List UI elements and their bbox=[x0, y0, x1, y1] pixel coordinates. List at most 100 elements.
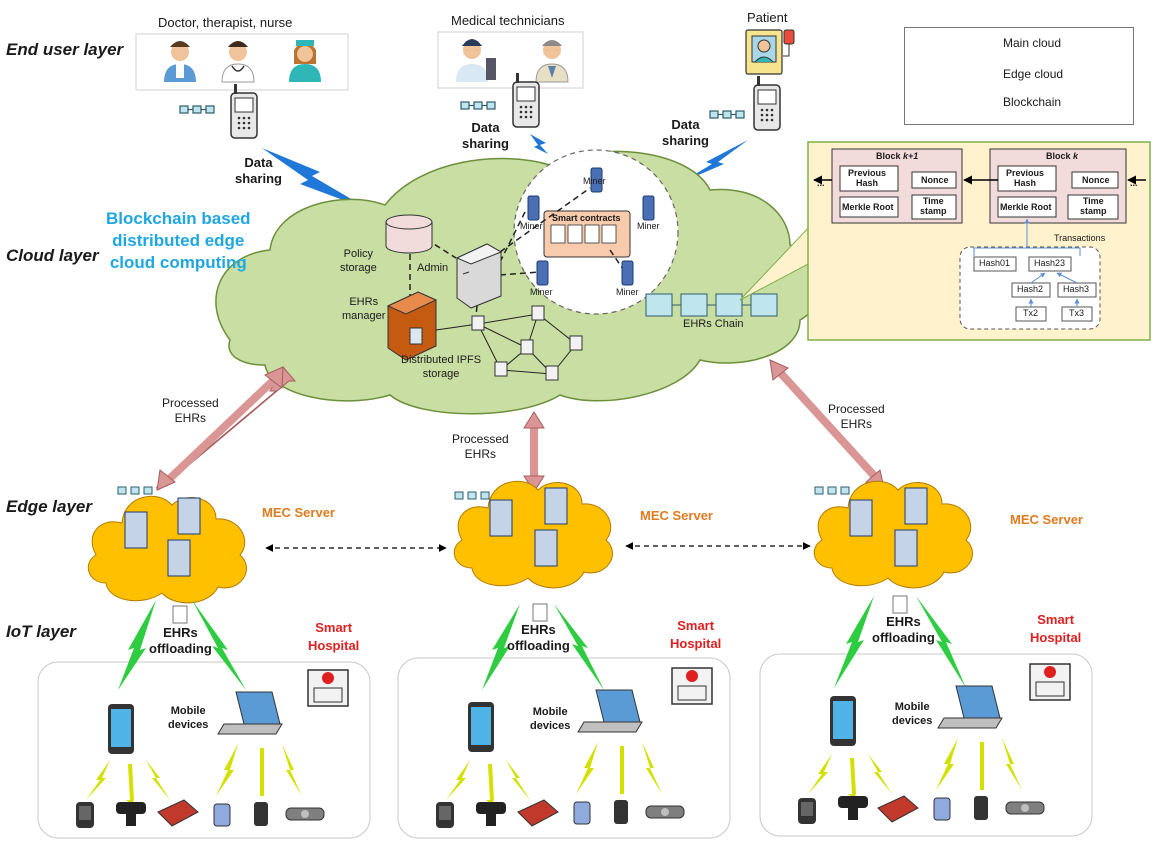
patient-icon bbox=[745, 29, 795, 75]
label-patient: Patient bbox=[747, 10, 788, 25]
k-nonce-label: Nonce bbox=[1082, 175, 1110, 185]
hospital-icon bbox=[307, 669, 349, 707]
label-data-sharing-technicians: Data sharing bbox=[462, 120, 509, 152]
sensor-link-lightning-icons bbox=[86, 738, 1022, 804]
edge-cloud-left-shape bbox=[87, 495, 247, 604]
legend-edge-cloud-label: Edge cloud bbox=[1003, 67, 1064, 81]
layer-label-iot: IoT layer bbox=[6, 622, 76, 641]
legend bbox=[904, 27, 1134, 125]
k-time-stamp-label: Time stamp bbox=[1080, 196, 1107, 217]
label-mobile-devices-middle: Mobile devices bbox=[530, 706, 571, 732]
label-smart-hospital-middle: Smart Hospital bbox=[670, 618, 722, 651]
k-merkle-root-label: Merkle Root bbox=[1000, 202, 1052, 212]
label-processed-ehrs-left: Processed EHRs bbox=[162, 396, 219, 425]
hash01-box bbox=[973, 256, 1017, 272]
blockchain-mini-icon-patient bbox=[709, 110, 745, 119]
k1-time-stamp-label: Time stamp bbox=[920, 196, 947, 217]
blockchain-mini-icon-edge-middle bbox=[454, 491, 490, 500]
label-ehrs-manager: EHRs manager bbox=[342, 296, 386, 322]
smartphone-icon bbox=[468, 702, 494, 752]
document-icon bbox=[532, 603, 548, 622]
label-doctors: Doctor, therapist, nurse bbox=[158, 15, 293, 30]
offloading-lightning-icons bbox=[118, 596, 966, 690]
k1-nonce-label: Nonce bbox=[921, 175, 949, 185]
layer-label-cloud: Cloud layer bbox=[6, 246, 99, 265]
blockchain-mini-icon-technicians bbox=[460, 101, 496, 110]
arrowhead-right-top bbox=[769, 359, 789, 381]
ellipsis-right: ... bbox=[1130, 178, 1138, 188]
hospital-icon bbox=[1029, 663, 1071, 701]
label-miner: Miner bbox=[583, 176, 606, 186]
doctors-panel bbox=[135, 33, 349, 91]
laptop-icon bbox=[217, 691, 283, 735]
glucose-sensor-icon bbox=[933, 797, 951, 821]
legend-blockchain-label: Blockchain bbox=[1003, 95, 1062, 109]
smartwatch-icon bbox=[974, 796, 988, 820]
label-block-k1: Block k+1 bbox=[876, 151, 919, 161]
processed-ehrs-arrow-left-shaft bbox=[161, 373, 281, 487]
k1-previous-hash-label: Previous Hash bbox=[848, 168, 887, 189]
technicians-panel bbox=[437, 31, 584, 89]
miner-icon bbox=[590, 167, 603, 193]
label-processed-ehrs-right: Processed EHRs bbox=[828, 402, 885, 431]
ehrs-manager-server-icon bbox=[386, 291, 438, 361]
laptop-icon bbox=[577, 689, 643, 733]
label-ehrs-offloading-middle: EHRs offloading bbox=[507, 622, 570, 654]
k1-merkle-root-box bbox=[839, 196, 899, 218]
k1-time-stamp-box bbox=[911, 194, 957, 220]
label-mec-server-right: MEC Server bbox=[1010, 512, 1083, 527]
ehrs-chain-blocks bbox=[645, 293, 778, 317]
doctor-icon bbox=[164, 41, 196, 82]
glucose-sensor-icon bbox=[573, 801, 591, 825]
processed-ehrs-arrow-right-shaft bbox=[773, 365, 881, 483]
wearable-band-icon bbox=[285, 807, 325, 821]
mec-server-middle-icon bbox=[489, 487, 568, 567]
label-miner: Miner bbox=[637, 221, 660, 231]
lightning-technicians-icon bbox=[530, 134, 548, 154]
blockchain-mini-icon-edge-left bbox=[117, 486, 153, 495]
therapist-icon bbox=[221, 41, 255, 83]
label-technicians: Medical technicians bbox=[451, 13, 565, 28]
smartwatch-icon bbox=[798, 798, 816, 824]
label-ehrs-chain: EHRs Chain bbox=[683, 318, 744, 330]
webcam-icon bbox=[838, 796, 868, 820]
label-processed-ehrs-middle: Processed EHRs bbox=[452, 432, 509, 461]
circuit-board-icon bbox=[877, 795, 919, 823]
contract-document-icons bbox=[550, 224, 617, 244]
smartphone-icon bbox=[830, 696, 856, 746]
wearable-band-icon bbox=[1005, 801, 1045, 815]
k1-nonce-box bbox=[911, 171, 957, 189]
lightning-patient-icon bbox=[682, 140, 748, 182]
ellipsis-left: ... bbox=[817, 178, 825, 188]
miner-icon bbox=[642, 195, 655, 221]
smartwatch-icon bbox=[254, 802, 268, 826]
label-smart-hospital-right: Smart Hospital bbox=[1030, 612, 1082, 645]
admin-server-icon bbox=[455, 243, 503, 309]
arrowhead-mid-top bbox=[523, 411, 545, 429]
arrowhead-left-bottom bbox=[156, 469, 176, 491]
main-cloud-shape bbox=[215, 150, 825, 415]
circuit-board-icon bbox=[517, 799, 559, 827]
document-icon bbox=[172, 605, 188, 624]
label-policy-storage: Policy storage bbox=[340, 248, 377, 274]
miner-icon bbox=[527, 195, 540, 221]
label-admin: Admin bbox=[417, 262, 449, 274]
label-miner: Miner bbox=[530, 287, 553, 297]
radiology-technician-icon bbox=[535, 40, 569, 83]
label-ipfs: Distributed IPFS storage bbox=[401, 354, 482, 380]
mec-server-left-icon bbox=[124, 497, 201, 577]
glucose-sensor-icon bbox=[213, 803, 231, 827]
label-transactions: Transactions bbox=[1054, 233, 1106, 243]
k-nonce-box bbox=[1071, 171, 1119, 189]
legend-main-cloud-label: Main cloud bbox=[1003, 36, 1062, 50]
miner-icon bbox=[621, 260, 634, 286]
tx3-label: Tx3 bbox=[1069, 308, 1085, 318]
hash23-label: Hash23 bbox=[1034, 258, 1066, 268]
k-previous-hash-label: Previous Hash bbox=[1006, 168, 1045, 189]
label-data-sharing-doctors: Data sharing bbox=[235, 155, 282, 187]
label-mec-server-middle: MEC Server bbox=[640, 508, 713, 523]
wearable-band-icon bbox=[645, 805, 685, 819]
smartwatch-icon bbox=[614, 800, 628, 824]
k-time-stamp-box bbox=[1067, 194, 1119, 220]
